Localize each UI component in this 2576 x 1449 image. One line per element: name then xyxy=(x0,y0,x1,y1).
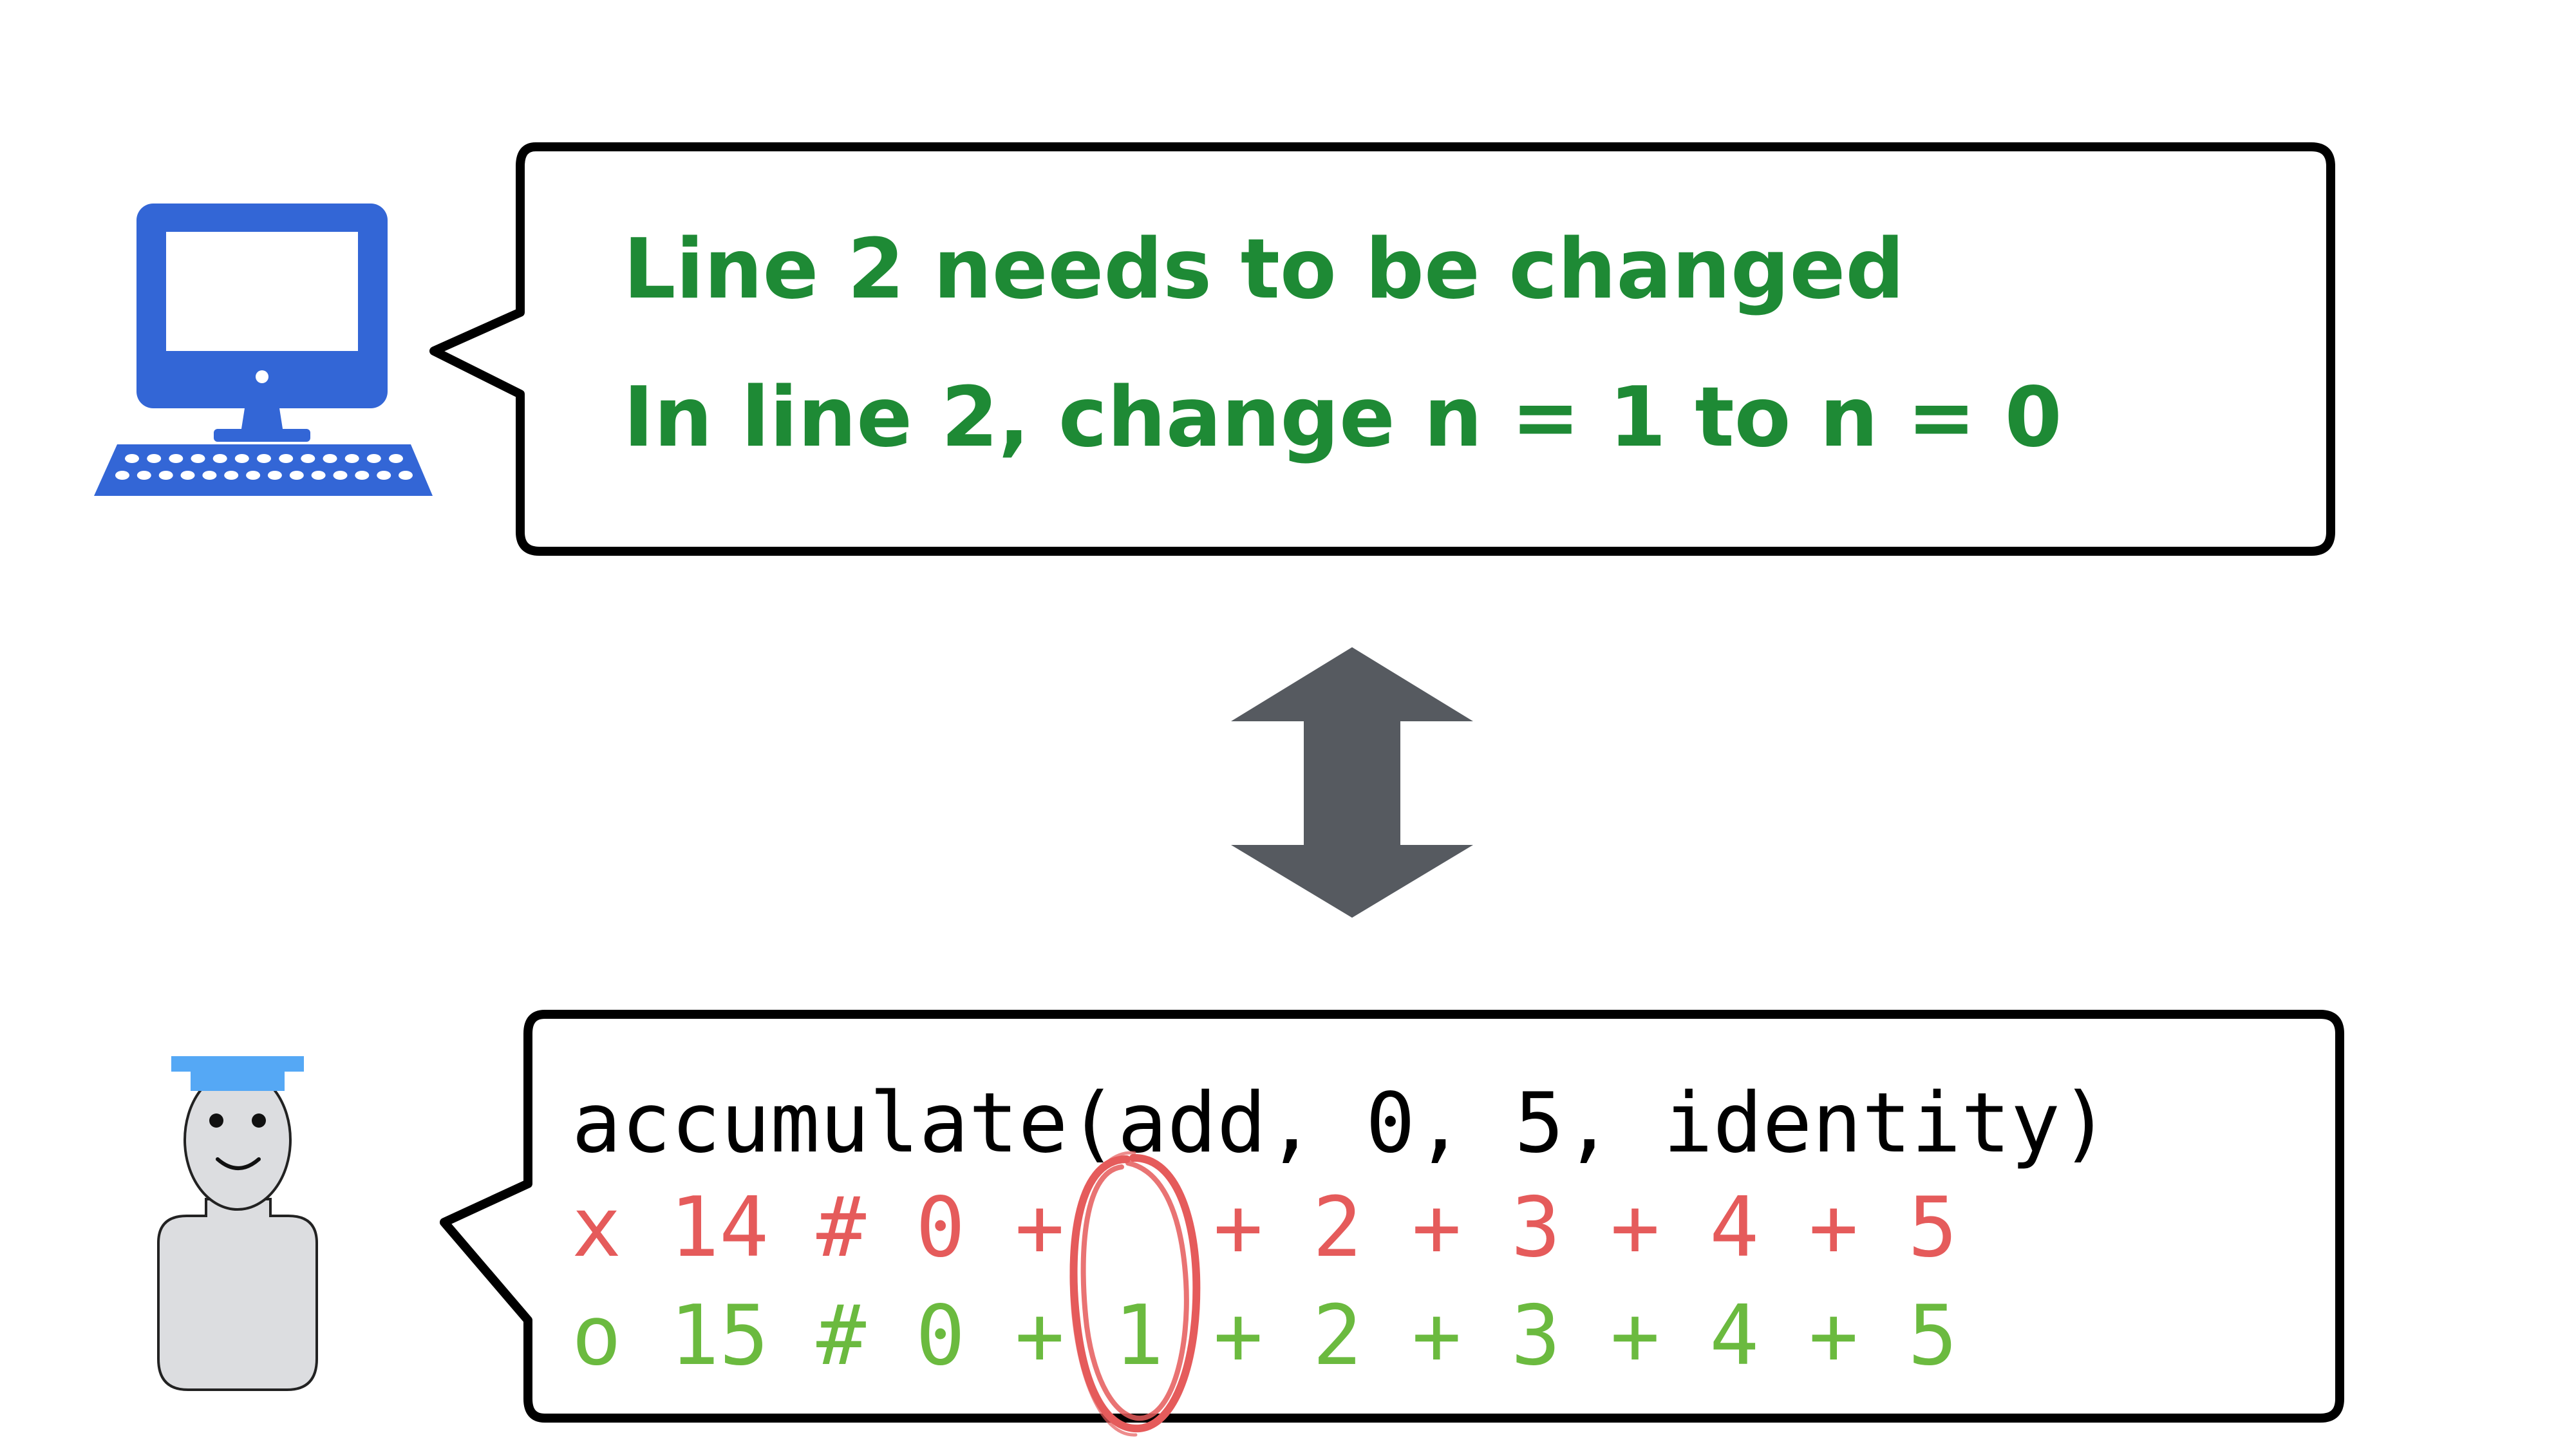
keyboard-key xyxy=(311,471,326,480)
computer-message-line-1: Line 2 needs to be changed xyxy=(623,222,1904,317)
keyboard-key xyxy=(366,454,381,463)
desktop-computer-icon xyxy=(94,204,433,496)
keyboard-key xyxy=(212,454,227,463)
highlight-circle xyxy=(1069,1151,1201,1437)
keyboard-key xyxy=(301,454,315,463)
keyboard-key xyxy=(289,471,304,480)
correct-value: 15 xyxy=(670,1288,769,1384)
computer-message-line-2: In line 2, change n = 1 to n = 0 xyxy=(623,370,2062,466)
keyboard-key xyxy=(377,471,391,480)
keyboard-key xyxy=(169,454,183,463)
correct-expression: # 0 + 1 + 2 + 3 + 4 + 5 xyxy=(816,1288,1957,1384)
keyboard-key xyxy=(224,471,239,480)
keyboard-key xyxy=(191,454,205,463)
code-call-line: accumulate(add, 0, 5, identity) xyxy=(572,1075,2110,1171)
keyboard-key xyxy=(323,454,337,463)
keyboard-key xyxy=(115,471,129,480)
wrong-value: 14 xyxy=(670,1180,769,1276)
keyboard-key xyxy=(389,454,403,463)
wrong-result-line: x 14 # 0 + + 2 + 3 + 4 + 5 xyxy=(572,1180,1957,1276)
computer-speech-bubble: Line 2 needs to be changed In line 2, ch… xyxy=(429,142,2335,556)
wrong-mark: x xyxy=(572,1180,621,1276)
keyboard-key xyxy=(355,471,370,480)
keyboard-key xyxy=(246,471,261,480)
keyboard-key xyxy=(136,471,151,480)
keyboard-key xyxy=(279,454,294,463)
correct-mark: o xyxy=(572,1288,621,1384)
keyboard-key xyxy=(180,471,195,480)
keyboard-key xyxy=(267,471,282,480)
student-avatar-icon xyxy=(157,1056,318,1391)
student-speech-bubble: accumulate(add, 0, 5, identity) x 14 # 0… xyxy=(440,1010,2344,1437)
wrong-expression: # 0 + + 2 + 3 + 4 + 5 xyxy=(816,1180,1957,1276)
keyboard-key xyxy=(333,471,348,480)
keyboard-key xyxy=(399,471,413,480)
keyboard-key xyxy=(344,454,359,463)
bidirectional-arrow-icon xyxy=(1231,647,1473,918)
keyboard-key xyxy=(158,471,173,480)
keyboard-key xyxy=(125,454,139,463)
correct-result-line: o 15 # 0 + 1 + 2 + 3 + 4 + 5 xyxy=(572,1288,1957,1384)
keyboard-key xyxy=(147,454,162,463)
keyboard-key xyxy=(257,454,271,463)
keyboard-key xyxy=(202,471,217,480)
keyboard-key xyxy=(234,454,249,463)
